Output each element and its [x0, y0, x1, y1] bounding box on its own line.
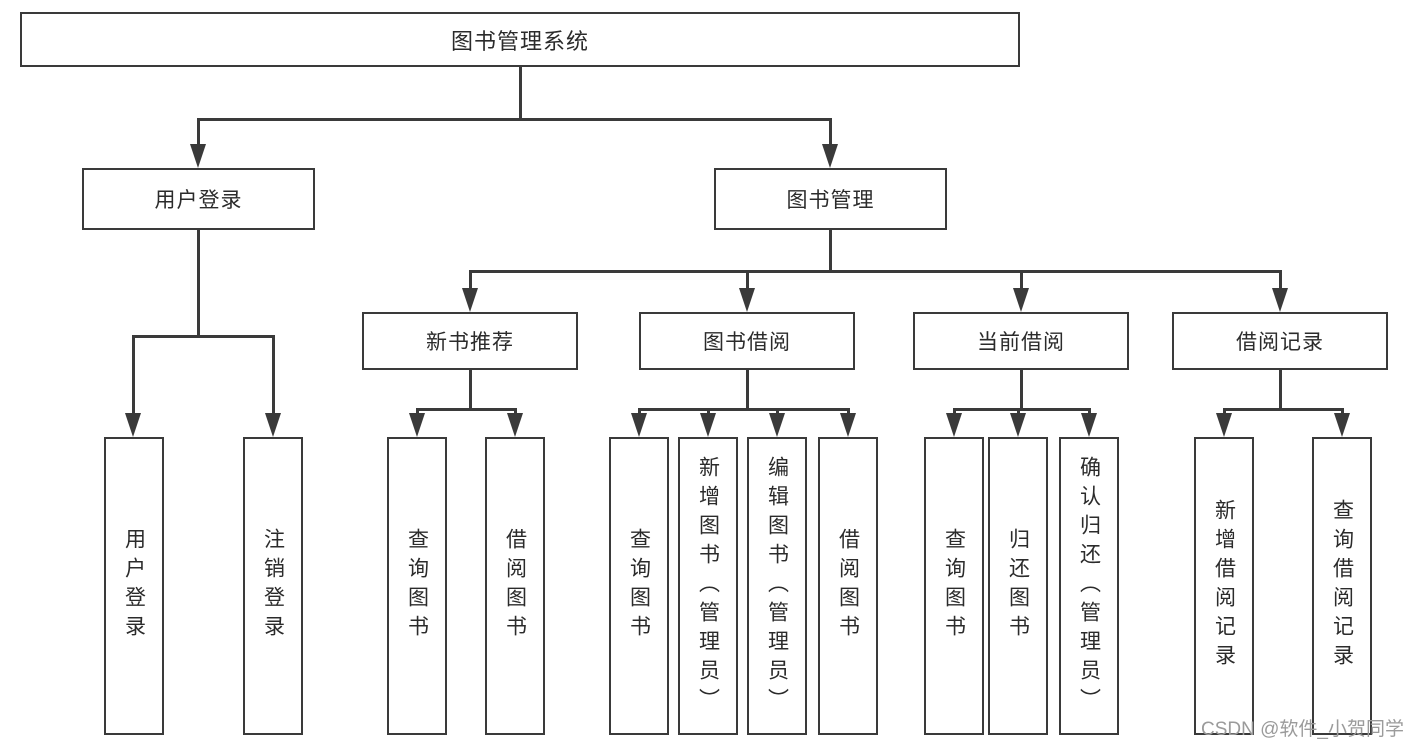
- connector-line: [1279, 370, 1282, 408]
- connector-line: [1341, 408, 1344, 416]
- connector-line: [707, 408, 710, 416]
- connector-line: [953, 408, 1091, 411]
- connector-line: [514, 408, 517, 416]
- leaf-user-login: 用户登录: [104, 437, 164, 735]
- leaf-borrow-books: 借阅图书: [818, 437, 878, 735]
- leaf-add-books-admin-label: 新增图书（管理员）: [696, 455, 720, 717]
- arrow-down-icon: [1013, 288, 1029, 312]
- connector-line: [469, 270, 472, 292]
- node-borrow-records: 借阅记录: [1172, 312, 1388, 370]
- connector-line: [132, 335, 275, 338]
- connector-line: [469, 370, 472, 408]
- leaf-query-books-borrow: 查询图书: [609, 437, 669, 735]
- node-new-book-recommend: 新书推荐: [362, 312, 578, 370]
- leaf-add-books-admin: 新增图书（管理员）: [678, 437, 738, 735]
- connector-line: [1223, 408, 1226, 416]
- arrow-down-icon: [822, 144, 838, 168]
- node-current-borrow: 当前借阅: [913, 312, 1129, 370]
- leaf-query-books-current-label: 查询图书: [942, 528, 966, 644]
- connector-line: [519, 67, 522, 118]
- connector-line: [638, 408, 850, 411]
- connector-line: [1017, 408, 1020, 416]
- connector-line: [1223, 408, 1344, 411]
- connector-line: [416, 408, 517, 411]
- node-book-borrow-label: 图书借阅: [703, 331, 791, 354]
- leaf-query-borrow-record: 查询借阅记录: [1312, 437, 1372, 735]
- node-user-login-branch-label: 用户登录: [154, 189, 243, 212]
- leaf-confirm-return-admin-label: 确认归还（管理员）: [1077, 455, 1101, 717]
- connector-line: [132, 335, 135, 415]
- connector-line: [1088, 408, 1091, 416]
- node-user-login-branch: 用户登录: [82, 168, 315, 230]
- leaf-edit-books-admin-label: 编辑图书（管理员）: [765, 455, 789, 717]
- leaf-add-borrow-record-label: 新增借阅记录: [1212, 499, 1236, 673]
- node-book-management-label: 图书管理: [786, 189, 875, 212]
- arrow-down-icon: [1334, 413, 1350, 437]
- leaf-add-borrow-record: 新增借阅记录: [1194, 437, 1254, 735]
- node-book-management: 图书管理: [714, 168, 947, 230]
- arrow-down-icon: [700, 413, 716, 437]
- arrow-down-icon: [190, 144, 206, 168]
- node-book-borrow: 图书借阅: [639, 312, 855, 370]
- node-library-system-label: 图书管理系统: [450, 28, 589, 54]
- connector-line: [198, 118, 832, 121]
- arrow-down-icon: [265, 413, 281, 437]
- leaf-user-login-label: 用户登录: [122, 528, 146, 644]
- leaf-edit-books-admin: 编辑图书（管理员）: [747, 437, 807, 735]
- leaf-query-books-current: 查询图书: [924, 437, 984, 735]
- node-borrow-records-label: 借阅记录: [1236, 331, 1324, 354]
- node-new-book-recommend-label: 新书推荐: [426, 331, 514, 354]
- arrow-down-icon: [1272, 288, 1288, 312]
- arrow-down-icon: [631, 413, 647, 437]
- arrow-down-icon: [125, 413, 141, 437]
- leaf-return-books: 归还图书: [988, 437, 1048, 735]
- arrow-down-icon: [840, 413, 856, 437]
- connector-line: [1279, 270, 1282, 292]
- watermark: CSDN @软件_小贺同学: [1201, 719, 1404, 740]
- leaf-logout: 注销登录: [243, 437, 303, 735]
- connector-line: [197, 230, 200, 335]
- arrow-down-icon: [507, 413, 523, 437]
- connector-line: [746, 270, 749, 292]
- connector-line: [847, 408, 850, 416]
- connector-line: [469, 270, 1282, 273]
- leaf-query-borrow-record-label: 查询借阅记录: [1330, 499, 1354, 673]
- connector-line: [953, 408, 956, 416]
- arrow-down-icon: [462, 288, 478, 312]
- arrow-down-icon: [1216, 413, 1232, 437]
- arrow-down-icon: [409, 413, 425, 437]
- leaf-return-books-label: 归还图书: [1006, 528, 1030, 644]
- connector-line: [272, 335, 275, 415]
- arrow-down-icon: [1010, 413, 1026, 437]
- connector-line: [829, 118, 832, 148]
- leaf-query-books-recommend-label: 查询图书: [405, 528, 429, 644]
- connector-line: [776, 408, 779, 416]
- connector-line: [746, 370, 749, 408]
- node-library-system: 图书管理系统: [20, 12, 1020, 67]
- arrow-down-icon: [769, 413, 785, 437]
- arrow-down-icon: [739, 288, 755, 312]
- leaf-logout-label: 注销登录: [261, 528, 285, 644]
- connector-line: [1020, 370, 1023, 408]
- connector-line: [197, 118, 200, 148]
- node-current-borrow-label: 当前借阅: [977, 331, 1065, 354]
- leaf-confirm-return-admin: 确认归还（管理员）: [1059, 437, 1119, 735]
- arrow-down-icon: [946, 413, 962, 437]
- leaf-borrow-books-label: 借阅图书: [836, 528, 860, 644]
- arrow-down-icon: [1081, 413, 1097, 437]
- leaf-borrow-books-recommend: 借阅图书: [485, 437, 545, 735]
- leaf-borrow-books-recommend-label: 借阅图书: [503, 528, 527, 644]
- leaf-query-books-borrow-label: 查询图书: [627, 528, 651, 644]
- leaf-query-books-recommend: 查询图书: [387, 437, 447, 735]
- connector-line: [416, 408, 419, 416]
- connector-line: [638, 408, 641, 416]
- connector-line: [829, 230, 832, 270]
- connector-line: [1020, 270, 1023, 292]
